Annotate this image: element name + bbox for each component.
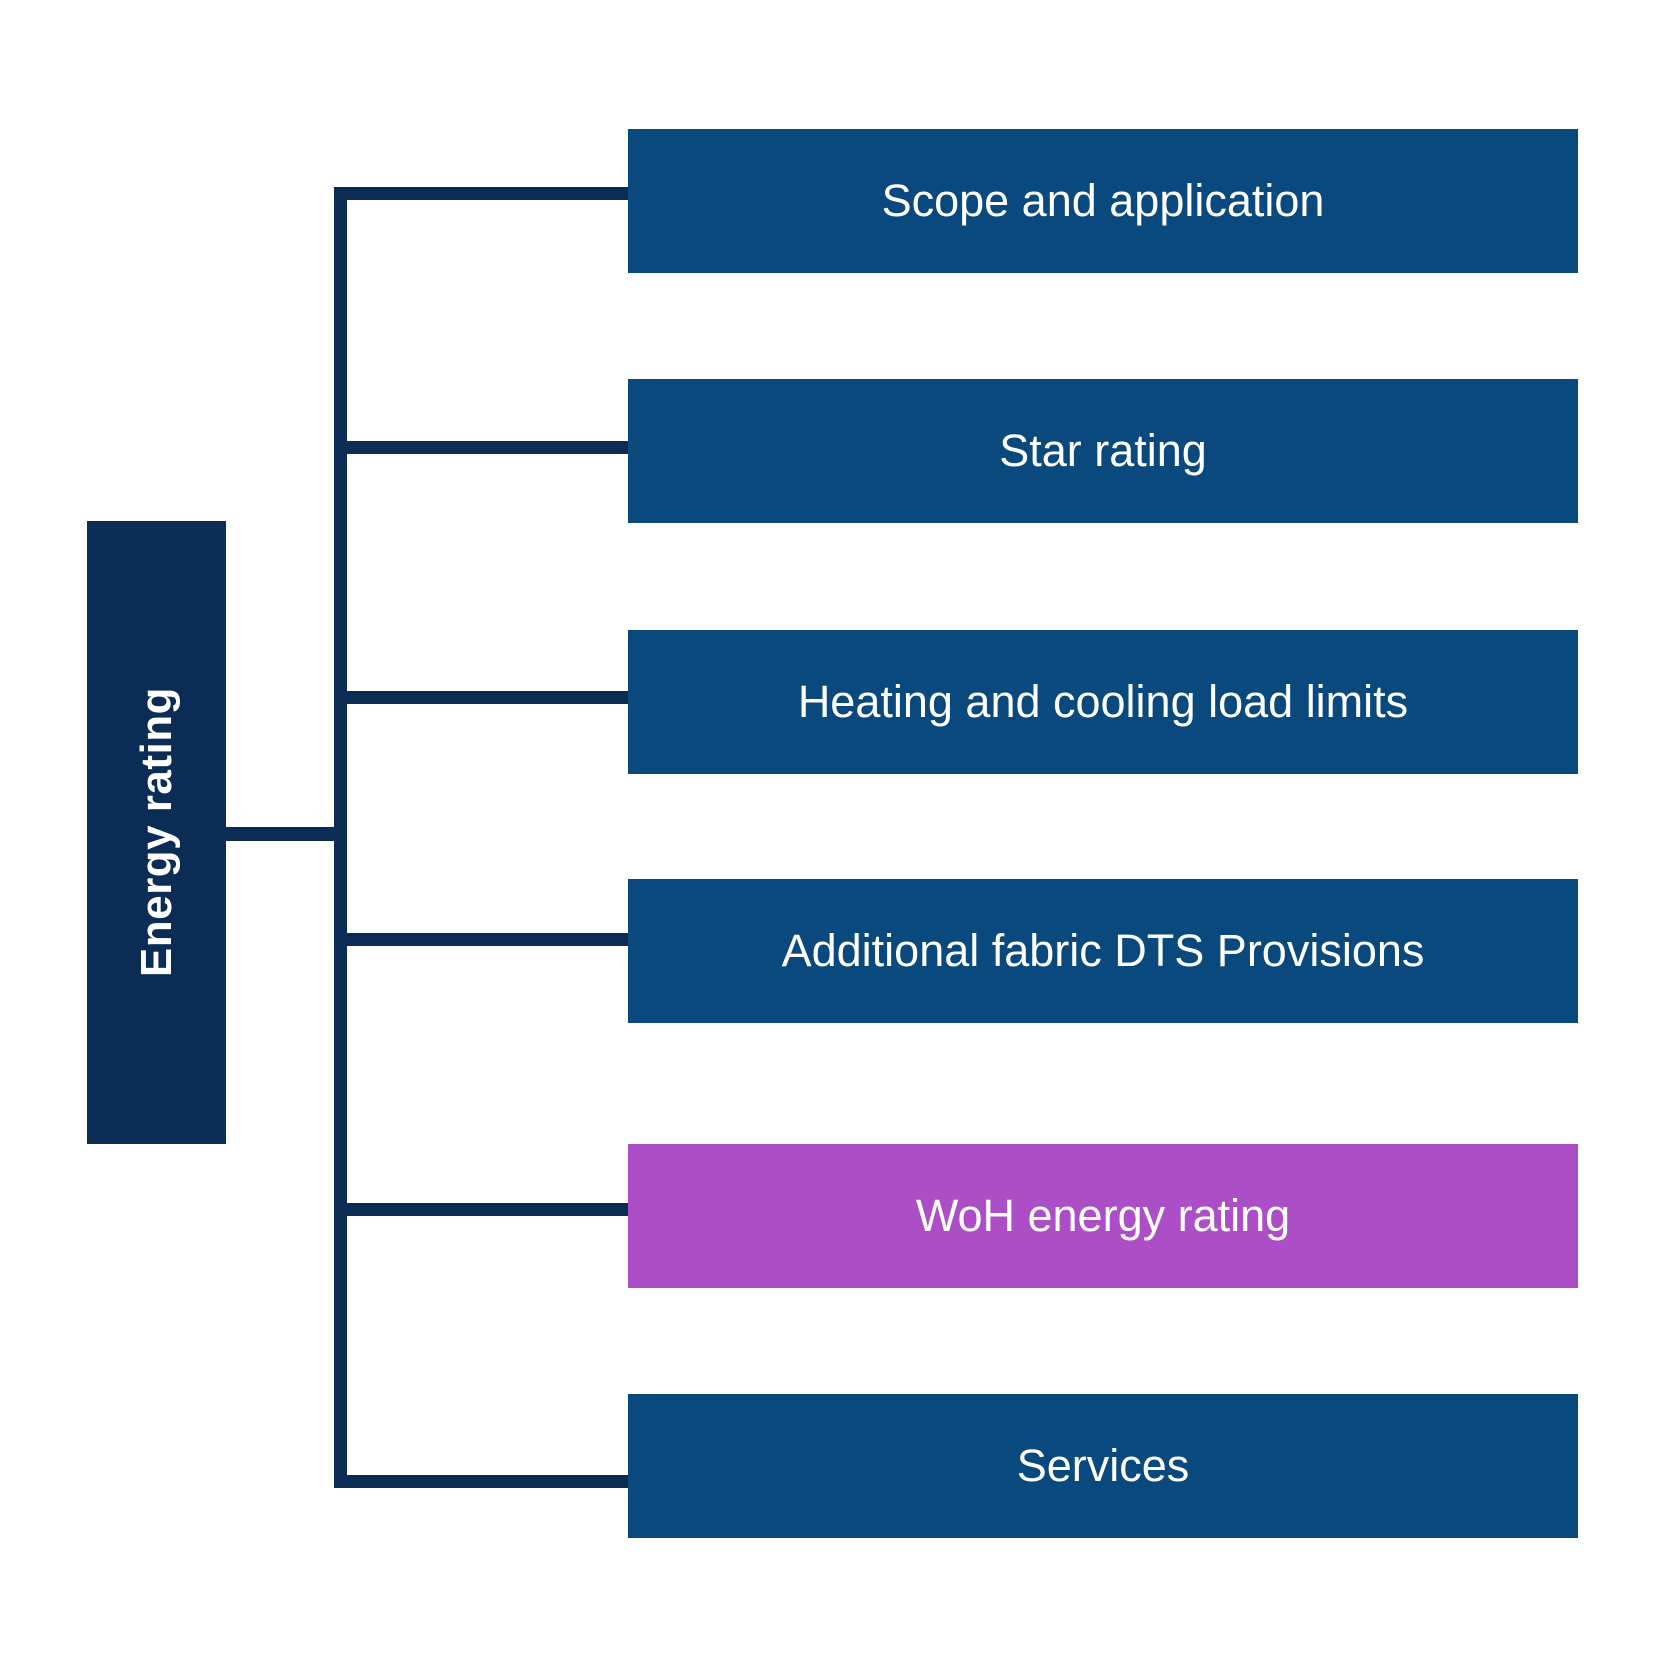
- node-label: Star rating: [999, 425, 1207, 476]
- root-node-label: Energy rating: [131, 687, 181, 978]
- root-node-energy-rating: Energy rating: [87, 521, 226, 1144]
- node-label: WoH energy rating: [915, 1190, 1291, 1241]
- node-label: Additional fabric DTS Provisions: [781, 925, 1425, 976]
- node-label: Scope and application: [881, 175, 1325, 226]
- trunk-connector-line: [334, 187, 347, 1488]
- node-label: Heating and cooling load limits: [797, 676, 1409, 727]
- node-star-rating: Star rating: [628, 379, 1578, 523]
- node-scope-and-application: Scope and application: [628, 129, 1578, 273]
- node-heating-and-cooling-load-limits: Heating and cooling load limits: [628, 630, 1578, 774]
- node-label: Services: [1016, 1440, 1190, 1491]
- node-additional-fabric-dts-provisions: Additional fabric DTS Provisions: [628, 879, 1578, 1023]
- branch-line-additional-fabric: [334, 933, 630, 946]
- node-woh-energy-rating: WoH energy rating: [628, 1144, 1578, 1288]
- branch-line-services: [334, 1475, 630, 1488]
- root-connector-line: [226, 827, 336, 841]
- branch-line-woh-energy-rating: [334, 1203, 630, 1216]
- branch-line-scope: [334, 187, 630, 200]
- branch-line-star-rating: [334, 441, 630, 454]
- node-services: Services: [628, 1394, 1578, 1538]
- branch-line-heating-cooling: [334, 691, 630, 704]
